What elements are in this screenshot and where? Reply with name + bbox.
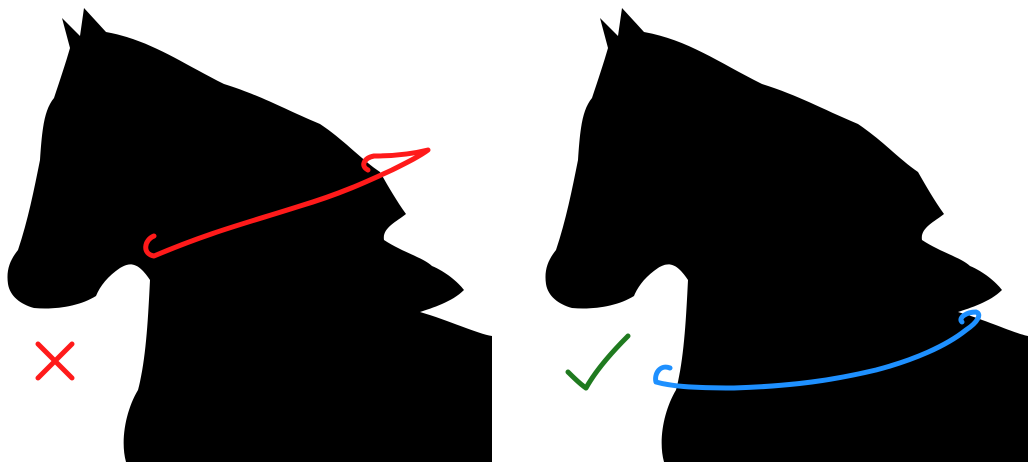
- panel-correct: [514, 0, 1028, 462]
- panel-incorrect-canvas: [0, 0, 514, 462]
- cross-mark-icon: [38, 344, 72, 378]
- panel-incorrect: [0, 0, 514, 462]
- horse-head-icon: [7, 8, 492, 462]
- check-mark-icon: [568, 336, 628, 388]
- panel-correct-canvas: [514, 0, 1028, 462]
- horse-head-icon: [545, 8, 1028, 462]
